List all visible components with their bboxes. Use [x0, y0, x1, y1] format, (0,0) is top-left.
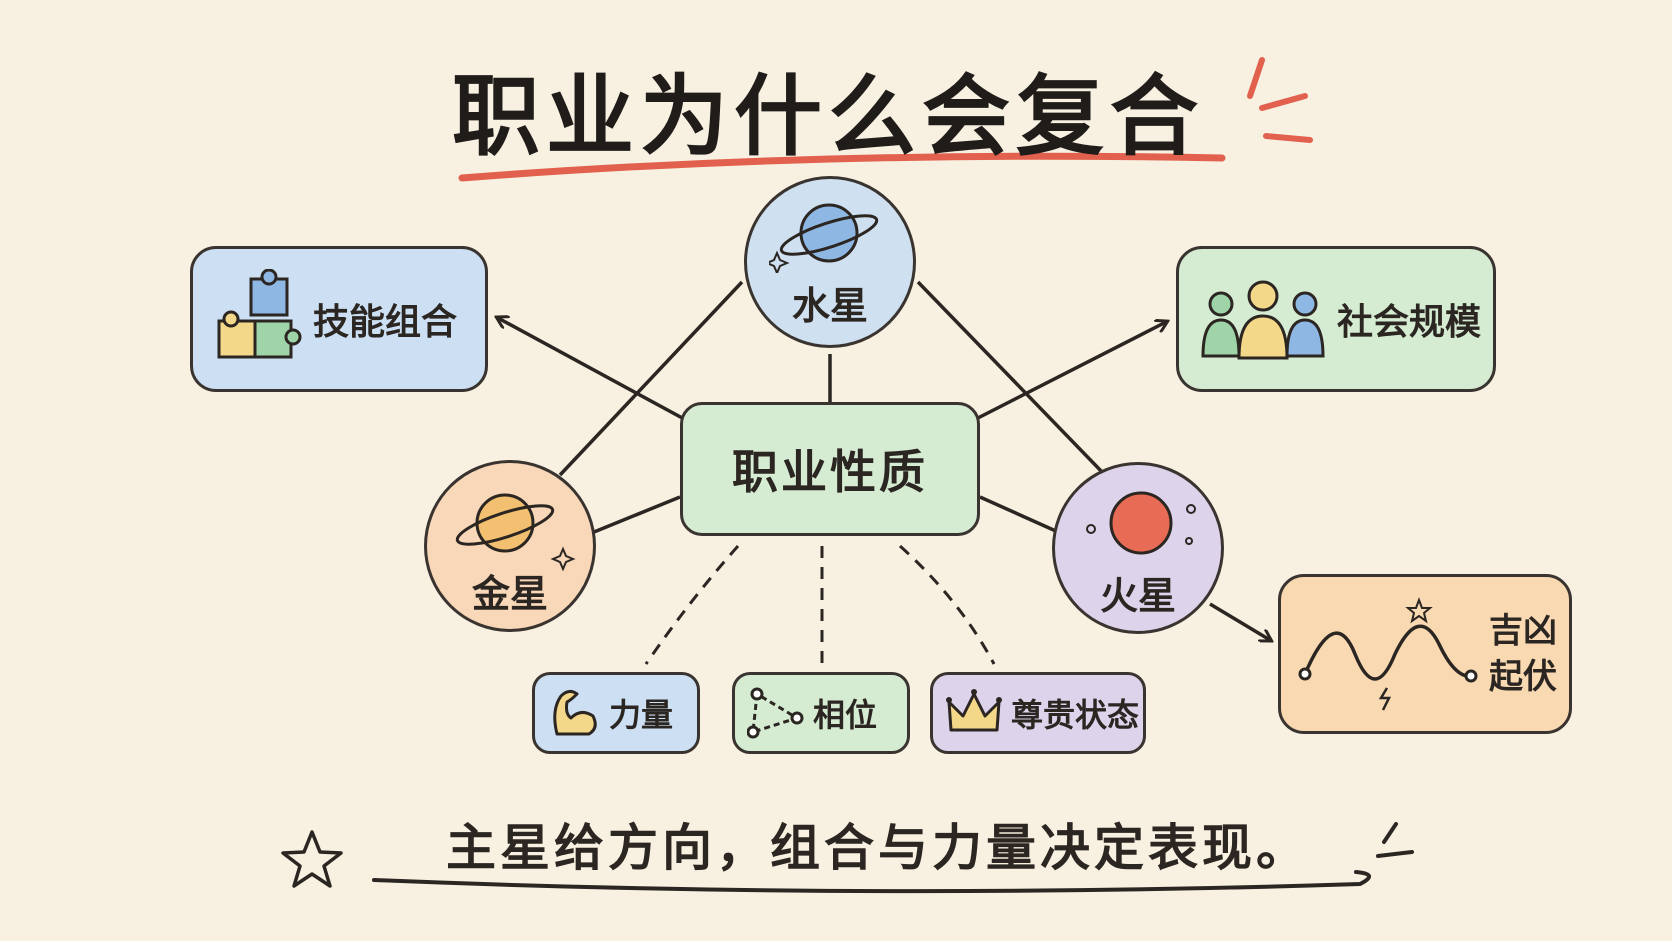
dignity-box: 尊贵状态 — [930, 672, 1146, 754]
arrow-to-skills — [498, 318, 687, 422]
star-doodle — [281, 830, 343, 888]
crown-icon — [946, 689, 1002, 732]
aspect-label: 相位 — [813, 696, 878, 734]
dignity-label: 尊贵状态 — [1011, 696, 1140, 734]
strength-label: 力量 — [609, 696, 674, 734]
fortune-label-line1: 吉凶 — [1489, 611, 1557, 651]
mars-label: 火星 — [1099, 574, 1176, 618]
spark-mark-1 — [1247, 57, 1265, 99]
venus-node: 金星 — [424, 460, 596, 632]
arrow-to-fortune — [1209, 602, 1270, 640]
dash-strength — [644, 545, 740, 665]
arrow-to-social — [973, 322, 1166, 422]
link-mercury-mars — [916, 280, 1106, 476]
spark-mark-2 — [1259, 93, 1308, 111]
flexed-arm-icon — [553, 689, 597, 736]
link-mercury-venus — [558, 280, 744, 477]
link-mars-center — [979, 495, 1059, 534]
people-icon — [1201, 280, 1325, 360]
wave-icon — [1298, 597, 1478, 711]
summary-caption: 主星给方向，组合与力量决定表现。 — [446, 819, 1310, 877]
skills-label: 技能组合 — [313, 302, 458, 343]
aspect-triangle-icon — [747, 687, 804, 739]
fortune-label: 吉凶 起伏 — [1489, 608, 1557, 700]
page-title: 职业为什么会复合 — [452, 65, 1205, 168]
footer-tick-1 — [1382, 822, 1398, 844]
mars-node: 火星 — [1052, 462, 1224, 634]
link-venus-center — [593, 495, 681, 534]
puzzle-icon — [217, 269, 302, 359]
footer-tick-2 — [1376, 850, 1414, 858]
venus-planet-icon — [455, 493, 576, 571]
fortune-label-line2: 起伏 — [1489, 657, 1557, 697]
mercury-node: 水星 — [744, 176, 916, 348]
social-label: 社会规模 — [1337, 302, 1482, 343]
mercury-planet-icon — [769, 203, 879, 273]
mars-planet-icon — [1086, 491, 1196, 555]
skills-box: 技能组合 — [190, 246, 488, 392]
footer-underline — [372, 870, 1371, 894]
venus-label: 金星 — [471, 572, 548, 616]
title-underline — [458, 152, 1226, 182]
mercury-label: 水星 — [791, 284, 868, 328]
career-nature-node: 职业性质 — [680, 402, 980, 536]
fortune-box: 吉凶 起伏 — [1278, 574, 1572, 734]
strength-box: 力量 — [532, 672, 700, 754]
spark-mark-3 — [1263, 133, 1313, 143]
dash-dignity — [898, 544, 996, 665]
social-box: 社会规模 — [1176, 246, 1496, 392]
aspect-box: 相位 — [732, 672, 910, 754]
